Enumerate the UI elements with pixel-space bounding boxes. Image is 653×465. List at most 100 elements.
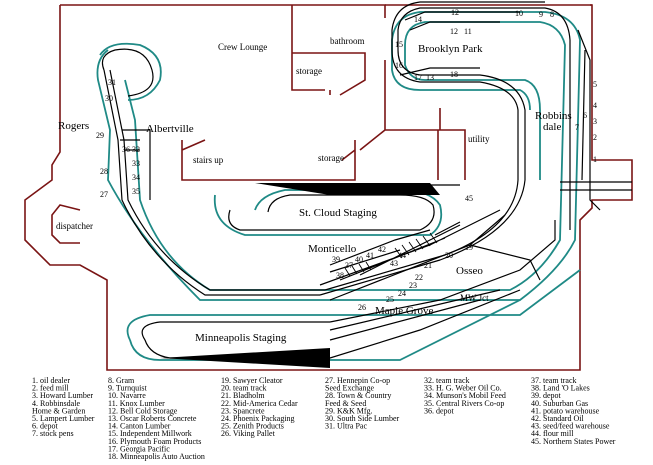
legend-entry: 24. Phoenix Packaging <box>221 414 295 423</box>
map-number-42: 42 <box>378 245 386 254</box>
track-ties <box>344 232 438 277</box>
map-number-32: 32 <box>132 145 140 154</box>
legend-entry: 39. depot <box>531 391 562 400</box>
map-number-12a: 12 <box>450 27 458 36</box>
legend-entry: 12. Bell Cold Storage <box>108 406 178 415</box>
monticello-sidings <box>329 229 431 273</box>
label-dispatcher: dispatcher <box>56 221 93 231</box>
legend-entry: 19. Sawyer Cleator <box>221 376 283 385</box>
town-rogers: Rogers <box>58 120 89 132</box>
legend-entry: 17. Georgia Pacific <box>108 444 170 453</box>
map-number-29: 29 <box>96 131 104 140</box>
town-robbinsdale-line1: Robbins <box>535 110 572 122</box>
mainline-west <box>103 69 320 296</box>
label-storage-upper: storage <box>296 66 322 76</box>
bench-rogers-loop <box>99 42 162 101</box>
map-number-9: 9 <box>539 10 543 19</box>
town-osseo: Osseo <box>456 265 483 277</box>
legend-entry: 7. stock pens <box>32 429 74 438</box>
industry-numbers: 1 2 3 4 5 6 7 8 9 10 11 12 12 13 14 15 1… <box>96 8 597 312</box>
outer-wall <box>24 4 633 371</box>
map-number-27: 27 <box>100 190 108 199</box>
map-number-4: 4 <box>593 101 597 110</box>
map-number-24: 24 <box>398 289 406 298</box>
legend-entry: 41. potato warehouse <box>531 406 600 415</box>
minneapolis-staging-track <box>141 220 556 359</box>
map-number-10: 10 <box>515 9 523 18</box>
brooklyn-sidings <box>399 11 520 76</box>
ties-monticello <box>344 261 372 277</box>
stairs-wall <box>181 139 356 181</box>
legend-entry: 2. feed mill <box>32 384 69 393</box>
town-minneapolis-staging: Minneapolis Staging <box>195 332 287 344</box>
legend-entry: 31. Ultra Pac <box>325 422 367 431</box>
map-number-25: 25 <box>386 295 394 304</box>
map-number-21: 21 <box>424 261 432 270</box>
legend-entry: 11. Knox Lumber <box>108 399 165 408</box>
minneapolis-staging-wedge <box>160 348 330 368</box>
legend-entry: Feed & Seed <box>325 399 366 408</box>
bench-stcloud <box>213 189 443 236</box>
bench-minneapolis <box>126 269 581 361</box>
map-number-2: 2 <box>593 133 597 142</box>
legend-entry: 37. team track <box>531 376 577 385</box>
map-number-16: 16 <box>395 61 403 70</box>
legend-entry: Seed Exchange <box>325 384 375 393</box>
label-stairs-up: stairs up <box>193 155 224 165</box>
town-albertville: Albertville <box>146 123 194 135</box>
map-number-45: 45 <box>465 194 473 203</box>
map-number-11: 11 <box>464 27 472 36</box>
legend-entry: 22. Mid-America Cedar <box>221 399 298 408</box>
map-number-8: 8 <box>550 10 554 19</box>
map-number-19: 19 <box>465 243 473 252</box>
legend-entry: 14. Canton Lumber <box>108 422 171 431</box>
crossover-lines <box>120 129 461 236</box>
bathroom-wall <box>292 52 366 96</box>
mainline-west-2 <box>109 69 325 291</box>
map-number-15: 15 <box>395 40 403 49</box>
map-number-36: 36 <box>122 145 130 154</box>
town-brooklyn-park: Brooklyn Park <box>418 43 483 55</box>
map-number-41: 41 <box>366 251 374 260</box>
legend-entry: 3. Howard Lumber <box>32 391 93 400</box>
legend-entry: 4. Robbinsdale <box>32 399 80 408</box>
legend-entry: 33. H. G. Weber Oil Co. <box>424 384 502 393</box>
label-crew-lounge: Crew Lounge <box>218 42 267 52</box>
map-number-44: 44 <box>398 251 406 260</box>
legend-entry: 27. Hennepin Co-op <box>325 376 390 385</box>
legend-entry: 15. Independent Millwork <box>108 429 192 438</box>
map-number-23: 23 <box>409 281 417 290</box>
map-number-34: 34 <box>132 173 140 182</box>
map-number-31: 31 <box>108 78 116 87</box>
legend-entry: 29. K&K Mfg. <box>325 406 373 415</box>
map-number-3: 3 <box>593 117 597 126</box>
map-number-17: 17 <box>414 73 422 82</box>
legend-entry: 43. seed/feed warehouse <box>531 422 610 431</box>
legend-entry: 10. Navarre <box>108 391 146 400</box>
label-utility: utility <box>468 134 490 144</box>
legend-entry: 6. depot <box>32 422 59 431</box>
town-mw-jct: MW Jct <box>460 293 489 303</box>
osseo-sidings <box>319 209 501 286</box>
legend-entry: 25. Zenith Products <box>221 422 284 431</box>
legend-entry: 16. Plymouth Foam Products <box>108 437 201 446</box>
dispatcher-wall <box>51 204 81 244</box>
mainline-east <box>319 7 571 296</box>
legend-entry: 36. depot <box>424 406 455 415</box>
robbinsdale-track <box>560 29 632 211</box>
room-walls <box>24 4 633 371</box>
track-lines <box>101 1 632 359</box>
bench-outer <box>96 11 581 301</box>
legend-entry: 20. team track <box>221 384 267 393</box>
map-number-30: 30 <box>105 94 113 103</box>
legend-entry: 42. Standard Oil <box>531 414 584 423</box>
stcloud-track <box>228 194 435 231</box>
legend-entry: 28. Town & Country <box>325 391 391 400</box>
map-number-5: 5 <box>593 80 597 89</box>
town-monticello: Monticello <box>308 243 357 255</box>
legend-entry: 40. Suburban Gas <box>531 399 588 408</box>
rogers-loop-track <box>101 48 154 97</box>
ties-osseo <box>394 232 438 259</box>
